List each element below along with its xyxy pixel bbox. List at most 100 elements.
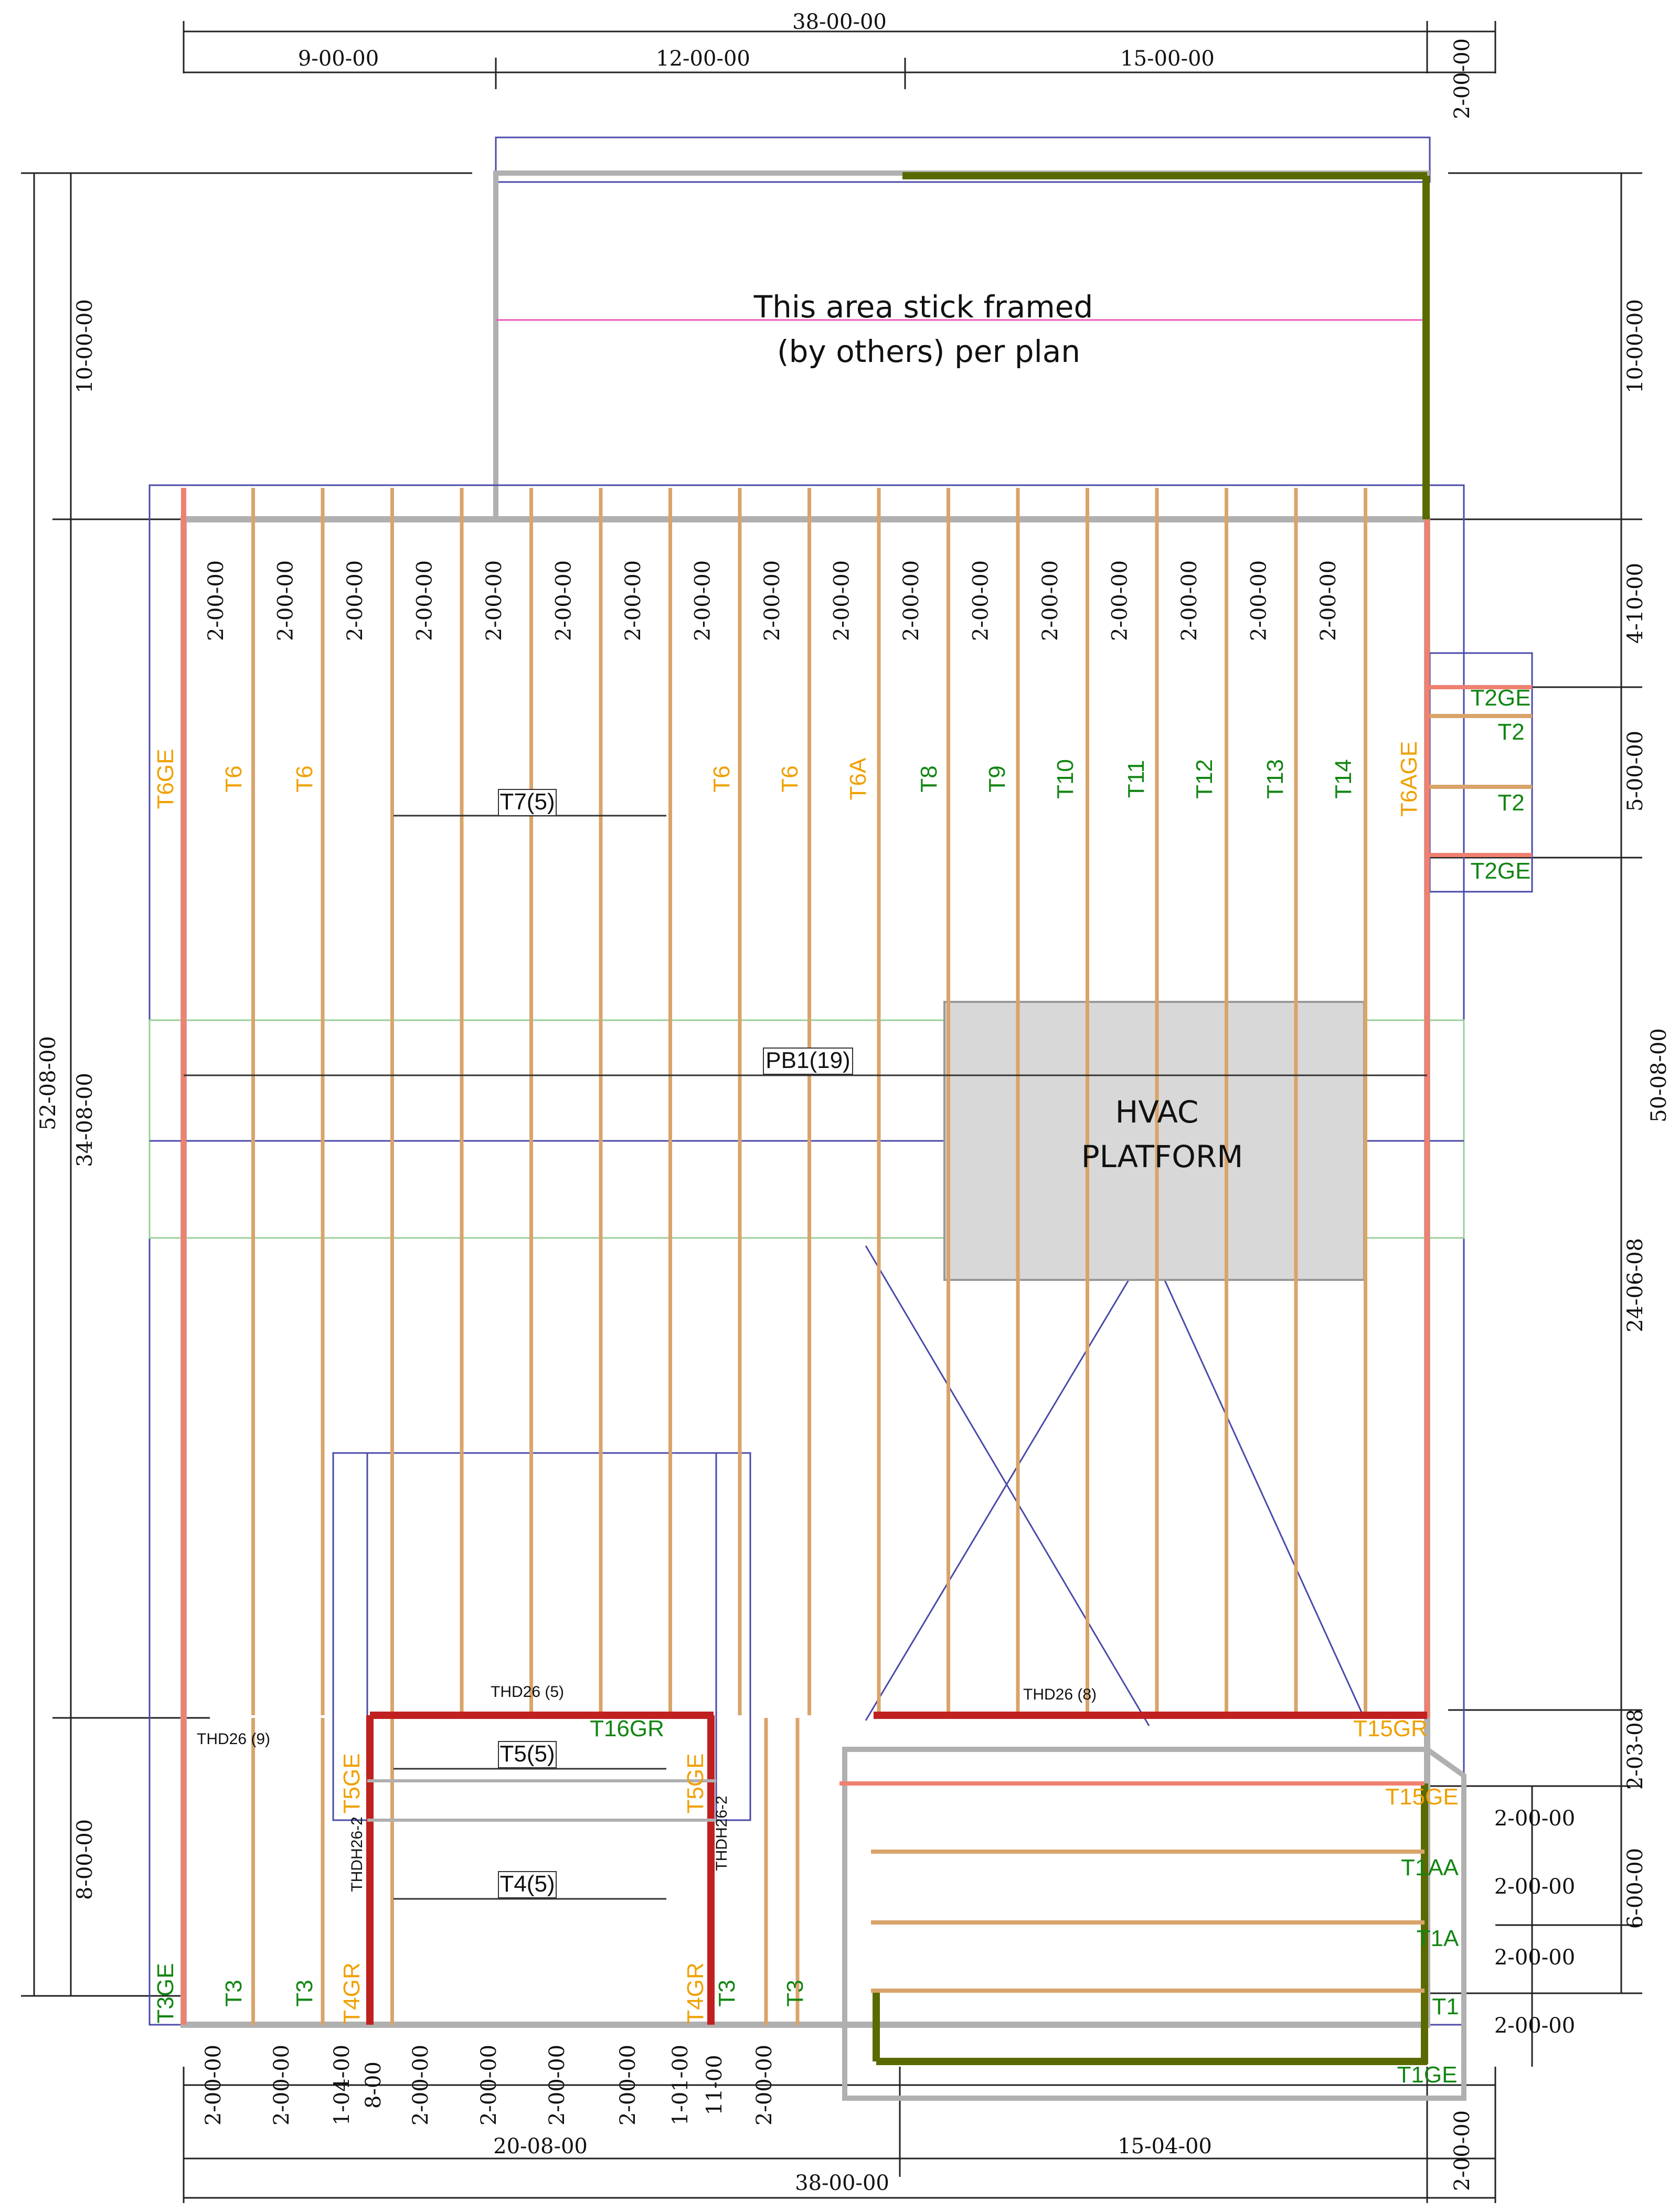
dim-right-a: 4-10-00 bbox=[1623, 563, 1647, 644]
spacing-label: 2-00-00 bbox=[830, 560, 854, 641]
truss-label: T10 bbox=[1053, 759, 1078, 799]
dim-right-total: 50-08-00 bbox=[1647, 1028, 1669, 1123]
spacing-label: 2-00-00 bbox=[1247, 560, 1271, 641]
truss-label: T3 bbox=[782, 1980, 808, 2006]
spacing-label: 2-00-00 bbox=[343, 560, 367, 641]
dim-bottom-total: 38-00-00 bbox=[795, 2171, 889, 2195]
t1-label: T1 bbox=[1432, 1994, 1459, 2019]
spacing-label: 2-00-00 bbox=[482, 560, 506, 641]
truss-label: T9 bbox=[984, 765, 1010, 792]
dim-left-total: 52-08-00 bbox=[36, 1036, 60, 1130]
truss-label: T6 bbox=[221, 765, 247, 792]
dim-right-upper: 10-00-00 bbox=[1623, 299, 1647, 393]
spacing-label: 2-00-00 bbox=[274, 560, 298, 641]
t2ge-top-label: T2GE bbox=[1471, 685, 1531, 711]
spacing-label: 2-00-00 bbox=[204, 560, 228, 641]
truss-label: T3GE bbox=[153, 1963, 178, 2024]
dim-left-lower: 8-00-00 bbox=[73, 1819, 97, 1900]
bottom-spacing-label: 8-00 bbox=[362, 2061, 386, 2109]
bottom-spacing-labels: 2-00-00 2-00-00 1-04-00 8-00 2-00-00 2-00-00 2… bbox=[201, 2045, 777, 2125]
thdh26-right-label: THDH26-2 bbox=[713, 1796, 730, 1871]
piggyback-label: PB1(19) bbox=[766, 1048, 850, 1073]
spacing-label: 2-00-00 bbox=[969, 560, 993, 641]
t2ge-bottom-label: T2GE bbox=[1471, 858, 1531, 884]
dim-top-mid: 12-00-00 bbox=[656, 47, 750, 71]
spacing-label: 2-00-00 bbox=[552, 560, 576, 641]
dim-right-bottom-1: 2-00-00 bbox=[1494, 1807, 1575, 1831]
t15gr-label: T15GR bbox=[1353, 1716, 1428, 1741]
dim-right-e: 6-00-00 bbox=[1623, 1848, 1647, 1929]
bottom-spacing-label: 2-00-00 bbox=[616, 2045, 640, 2125]
dimension-labels: 38-00-00 9-00-00 12-00-00 15-00-00 2-00-… bbox=[36, 10, 1669, 2195]
bottom-spacing-label: 1-01-00 bbox=[668, 2045, 693, 2125]
truss-label: T4GR bbox=[339, 1962, 365, 2024]
dim-right-bottom-2: 2-00-00 bbox=[1494, 1875, 1575, 1899]
dimension-lines bbox=[21, 21, 1642, 2203]
stick-framed-note-line1: This area stick framed bbox=[753, 289, 1093, 325]
hvac-label-line1: HVAC bbox=[1115, 1094, 1199, 1130]
hanger-labels: THD26 (9) THD26 (5) THD26 (8) THDH26-2 T… bbox=[197, 1683, 1097, 1892]
dim-right-bottom-3: 2-00-00 bbox=[1494, 1946, 1575, 1970]
spacing-label: 2-00-00 bbox=[1038, 560, 1062, 641]
dim-right-c: 24-06-08 bbox=[1623, 1238, 1647, 1332]
bottom-spacing-label: 1-04-00 bbox=[330, 2045, 354, 2125]
bottom-spacing-label: 2-00-00 bbox=[752, 2045, 777, 2125]
t15ge-label: T15GE bbox=[1385, 1784, 1458, 1810]
truss-label: T6 bbox=[292, 765, 317, 792]
bottom-spacing-label: 2-00-00 bbox=[201, 2045, 226, 2125]
spacing-label: 2-00-00 bbox=[1177, 560, 1202, 641]
t1aa-label: T1AA bbox=[1401, 1855, 1459, 1880]
t16gr-label: T16GR bbox=[590, 1716, 664, 1741]
dim-top-right: 15-00-00 bbox=[1120, 47, 1215, 71]
girders bbox=[181, 172, 1532, 2065]
t1a-label: T1A bbox=[1417, 1926, 1459, 1951]
spacing-label: 2-00-00 bbox=[899, 560, 923, 641]
spacing-label: 2-00-00 bbox=[691, 560, 715, 641]
truss-label: T3 bbox=[292, 1980, 317, 2006]
dim-top-left: 9-00-00 bbox=[298, 47, 379, 71]
truss-label: T12 bbox=[1192, 759, 1217, 799]
t1ge-label: T1GE bbox=[1397, 2062, 1458, 2088]
bottom-spacing-label: 2-00-00 bbox=[477, 2045, 501, 2125]
spacing-label: 2-00-00 bbox=[621, 560, 645, 641]
bottom-spacing-label: 2-00-00 bbox=[545, 2045, 569, 2125]
bottom-spacing-label: 2-00-00 bbox=[270, 2045, 294, 2125]
truss-label: T13 bbox=[1262, 759, 1288, 799]
group-labels: T7(5) PB1(19) T5(5) T4(5) bbox=[498, 789, 853, 1898]
hvac-label-line2: PLATFORM bbox=[1081, 1139, 1243, 1174]
t7-group-label: T7(5) bbox=[499, 789, 555, 815]
truss-label: T6GE bbox=[153, 749, 178, 809]
t2-a-label: T2 bbox=[1497, 719, 1524, 745]
stick-framed-note-line2: (by others) per plan bbox=[777, 334, 1080, 369]
dim-bottom-overhang: 2-00-00 bbox=[1450, 2110, 1474, 2191]
t4-group-label: T4(5) bbox=[499, 1871, 555, 1897]
dim-right-b: 5-00-00 bbox=[1623, 731, 1647, 811]
dim-top-overhang: 2-00-00 bbox=[1450, 38, 1474, 119]
thd26-right-label: THD26 (8) bbox=[1023, 1686, 1097, 1703]
bottom-spacing-label: 11-00 bbox=[703, 2055, 727, 2115]
t5-group-label: T5(5) bbox=[499, 1741, 555, 1767]
t2-b-label: T2 bbox=[1497, 790, 1524, 816]
dim-bottom-right: 15-04-00 bbox=[1118, 2134, 1212, 2158]
thdh26-left-label: THDH26-2 bbox=[348, 1816, 366, 1892]
bottom-spacing-label: 2-00-00 bbox=[409, 2045, 433, 2125]
truss-label: T3 bbox=[714, 1980, 740, 2006]
truss-label: T6AGE bbox=[1396, 741, 1422, 817]
thd26-left-label: THD26 (9) bbox=[197, 1730, 270, 1748]
t5ge-left-label: T5GE bbox=[339, 1754, 365, 1814]
dim-left-middle: 34-08-00 bbox=[73, 1073, 97, 1167]
dim-right-d: 2-03-08 bbox=[1623, 1709, 1647, 1790]
t5ge-right-label: T5GE bbox=[683, 1754, 708, 1814]
thd26-mid-label: THD26 (5) bbox=[491, 1683, 564, 1701]
spacing-label: 2-00-00 bbox=[1316, 560, 1341, 641]
truss-label: T3 bbox=[221, 1980, 247, 2006]
special-truss-labels: T16GR T15GR T15GE T5GE T5GE T2GE T2 T2 T… bbox=[339, 685, 1530, 2088]
dim-bottom-left: 20-08-00 bbox=[493, 2134, 588, 2158]
dim-right-bottom-4: 2-00-00 bbox=[1494, 2014, 1575, 2038]
spacing-label: 2-00-00 bbox=[1108, 560, 1132, 641]
truss-label: T14 bbox=[1331, 759, 1356, 799]
truss-label: T11 bbox=[1123, 760, 1149, 798]
dim-top-total: 38-00-00 bbox=[792, 10, 887, 34]
